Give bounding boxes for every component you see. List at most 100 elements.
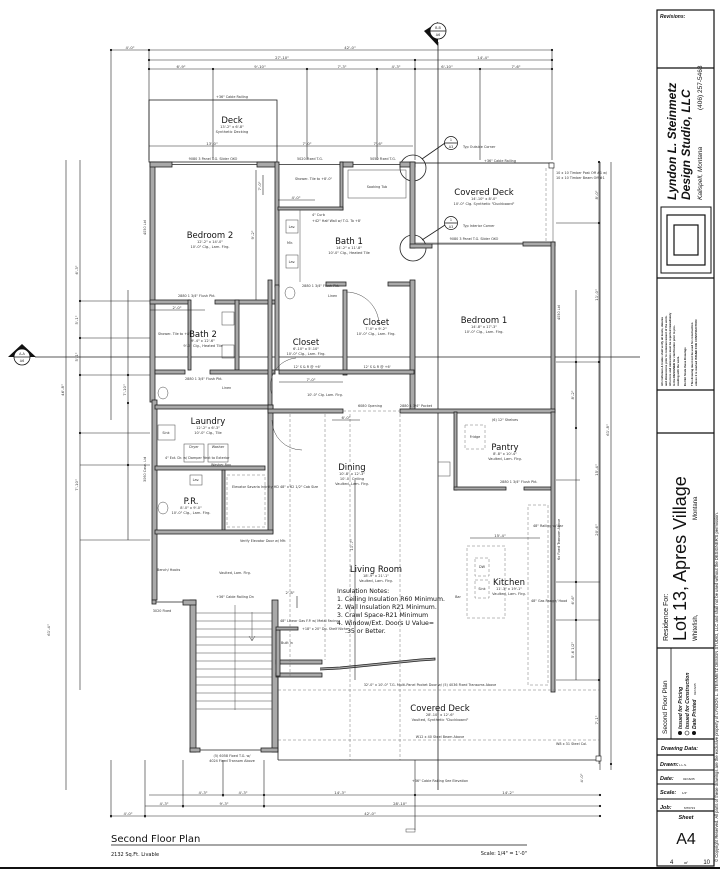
detail-marker-interior-corner[interactable]: 1 A3: [399, 216, 458, 262]
dim-text: 4'-0": [126, 45, 135, 50]
svg-text:1. Ceiling Insulation R60 Mini: 1. Ceiling Insulation R60 Minimum.: [337, 596, 445, 603]
svg-text:10'-0" Clg., Heated Tile: 10'-0" Clg., Heated Tile: [328, 251, 370, 255]
svg-text:11'-3" x 19'-1": 11'-3" x 19'-1": [496, 587, 522, 591]
dim-text: 4'-3": [392, 64, 401, 69]
dim-text: 4'-3": [239, 790, 248, 795]
svg-text:Bench/ Hooks: Bench/ Hooks: [157, 568, 180, 572]
company-phone: (406) 257-5463: [697, 65, 704, 110]
svg-text:Insulation Notes:: Insulation Notes:: [337, 588, 389, 595]
svg-text:Bedroom 1: Bedroom 1: [461, 316, 508, 326]
svg-text:10'-0" Clg. Lam. Flrg.: 10'-0" Clg. Lam. Flrg.: [307, 393, 343, 397]
svg-text:All craftsmen & trades shall v: All craftsmen & trades shall verify all …: [660, 317, 664, 386]
svg-text:8'-8" x 10'-4": 8'-8" x 10'-4": [493, 452, 517, 456]
svg-text:9080 3 Panel T.G. Slider OXO: 9080 3 Panel T.G. Slider OXO: [189, 157, 238, 161]
detail-marker-outside-corner[interactable]: 1 A3: [399, 136, 458, 182]
svg-text:2'-8": 2'-8": [286, 590, 295, 595]
svg-text:4. Window/Ext. Doors U Value=: 4. Window/Ext. Doors U Value=: [337, 620, 434, 627]
dim-text: 27'-10": [275, 55, 289, 60]
svg-text:Living Room: Living Room: [350, 565, 402, 575]
dim-text: 61'-8": [605, 424, 610, 436]
section-marker-b[interactable]: B-B A6: [424, 22, 447, 46]
svg-text:3. Crawl Space-R21 Minimum: 3. Crawl Space-R21 Minimum: [337, 612, 428, 619]
svg-text:4" Ext. Dr. w/ Damper Vent to: 4" Ext. Dr. w/ Damper Vent to Exterior: [165, 456, 230, 460]
svg-text:P.R.: P.R.: [184, 497, 199, 507]
svg-text:Mir.: Mir.: [287, 241, 293, 245]
svg-text:1: 1: [450, 218, 452, 222]
insulation-notes: Insulation Notes: 1. Ceiling Insulation …: [337, 588, 445, 635]
svg-text:Bar: Bar: [455, 595, 461, 599]
dim-text: 6'-6": [570, 595, 575, 604]
scale-label: Scale:: [660, 790, 676, 796]
svg-text:10'-0" Clg., Lam. Flrg.: 10'-0" Clg., Lam. Flrg.: [286, 352, 325, 356]
north-tab: [405, 828, 416, 833]
svg-text:Vaulted, Lam. Flrg.: Vaulted, Lam. Flrg.: [335, 482, 369, 486]
svg-text:A-A: A-A: [19, 352, 25, 356]
svg-text:Lav.: Lav.: [289, 225, 296, 229]
dim-text: 6'-3": [74, 265, 79, 274]
svg-text:Dining: Dining: [338, 463, 365, 473]
svg-text:7'-0": 7'-0": [257, 181, 262, 190]
svg-text:2880 1 3/4" Pocket: 2880 1 3/4" Pocket: [400, 404, 433, 408]
svg-text:Covered Deck: Covered Deck: [454, 188, 513, 198]
copyright-notice: © Copyright Reserved. All parts of these…: [714, 512, 719, 862]
svg-text:A3: A3: [449, 225, 453, 229]
svg-text:Kitchen: Kitchen: [493, 578, 525, 588]
drawing-title-text: Second Floor Plan: [111, 834, 200, 845]
svg-text:10 x 10 Timber Beam Off #1: 10 x 10 Timber Beam Off #1: [556, 176, 605, 180]
drawn-value: L.L.S.: [679, 763, 687, 767]
svg-text:Typ Interior Corner: Typ Interior Corner: [462, 224, 495, 228]
issued-status: Issued for Pricing Issued for Constructi…: [678, 673, 698, 736]
svg-text:2880 1 3/4" Flush Pkt.: 2880 1 3/4" Flush Pkt.: [185, 377, 223, 381]
svg-text:Washer: Washer: [212, 445, 225, 449]
dim-text: 20'-6": [594, 524, 599, 536]
svg-text:Washer Box: Washer Box: [211, 463, 231, 467]
toilet: [284, 286, 296, 300]
room-bedroom-1: Bedroom 114'-8" x 17'-3"10'-0" Clg., Lam…: [461, 316, 508, 334]
svg-text:Sink: Sink: [162, 431, 169, 435]
date-label: Date:: [660, 776, 674, 782]
dim-text: 7'-3": [338, 64, 347, 69]
svg-text:4050 Lid: 4050 Lid: [557, 305, 561, 320]
svg-text:48" Linear Gas F.P. w/ Metal F: 48" Linear Gas F.P. w/ Metal Facing: [280, 619, 339, 623]
svg-text:unless it is marked ISSUED FOR: unless it is marked ISSUED FOR CONSTRUCT…: [694, 320, 698, 386]
sheet-of: of: [684, 860, 688, 865]
svg-text:1: 1: [450, 138, 452, 142]
steel-column: [595, 755, 602, 762]
svg-text:Closet: Closet: [293, 338, 320, 348]
dim-text: 8'-2": [570, 390, 575, 399]
interior-dimensions: 9'-2" 7'-0" 4'-0" 7'-0" 6'-0" 11'-7" 2'-…: [150, 170, 540, 680]
svg-text:7'-0" x 9'-2": 7'-0" x 9'-2": [365, 327, 387, 331]
svg-text:Issued for Pricing: Issued for Pricing: [678, 687, 684, 729]
sheet-name: Second Floor Plan: [662, 680, 669, 734]
svg-text:2880 1 3/4" Flush Pkt.: 2880 1 3/4" Flush Pkt.: [178, 294, 216, 298]
svg-text:Laundry: Laundry: [191, 417, 226, 427]
svg-text:to the DESIGNER for clarificat: to the DESIGNER for clarification prior …: [672, 325, 676, 386]
dim-text: 7'-6": [512, 64, 521, 69]
svg-text:10'-0" Clg., Lam. Flrg.: 10'-0" Clg., Lam. Flrg.: [464, 330, 503, 334]
checked-bullet-icon: [678, 731, 682, 735]
svg-text:48" Railing w/ bar: 48" Railing w/ bar: [533, 524, 564, 528]
svg-text:9'-4" x 12'-6": 9'-4" x 12'-6": [191, 339, 215, 343]
svg-text:Lav.: Lav.: [289, 260, 296, 264]
checked-bullet-icon: [692, 731, 696, 735]
unchecked-bullet-icon: [684, 730, 690, 736]
project-name: Lot 13, Apres Village: [670, 476, 690, 641]
elevator: [226, 474, 266, 528]
dim-text: 7'-0": [303, 141, 312, 146]
svg-text:Vaulted, Lam. Flrg.: Vaulted, Lam. Flrg.: [488, 457, 522, 461]
company-logo: [660, 206, 712, 274]
scale-value: 1/4": [682, 791, 687, 795]
section-marker-a[interactable]: A-A A6: [8, 344, 36, 366]
svg-text:10'-0" Clg., Lam. Flrg.: 10'-0" Clg., Lam. Flrg.: [171, 511, 210, 515]
svg-text:Vaulted, Lam. Flrg.: Vaulted, Lam. Flrg.: [359, 579, 393, 583]
svg-text:10'-0" Ceiling: 10'-0" Ceiling: [340, 477, 364, 481]
scale-text: Scale: 1/4" = 1'-0": [481, 851, 527, 857]
svg-text:4'-0": 4'-0": [292, 195, 301, 200]
annotations: +36" Cable Railing 9080 3 Panel T.G. Sli…: [143, 95, 608, 783]
dim-text: 42'-0": [344, 45, 356, 50]
job-label: Job:: [660, 805, 672, 811]
